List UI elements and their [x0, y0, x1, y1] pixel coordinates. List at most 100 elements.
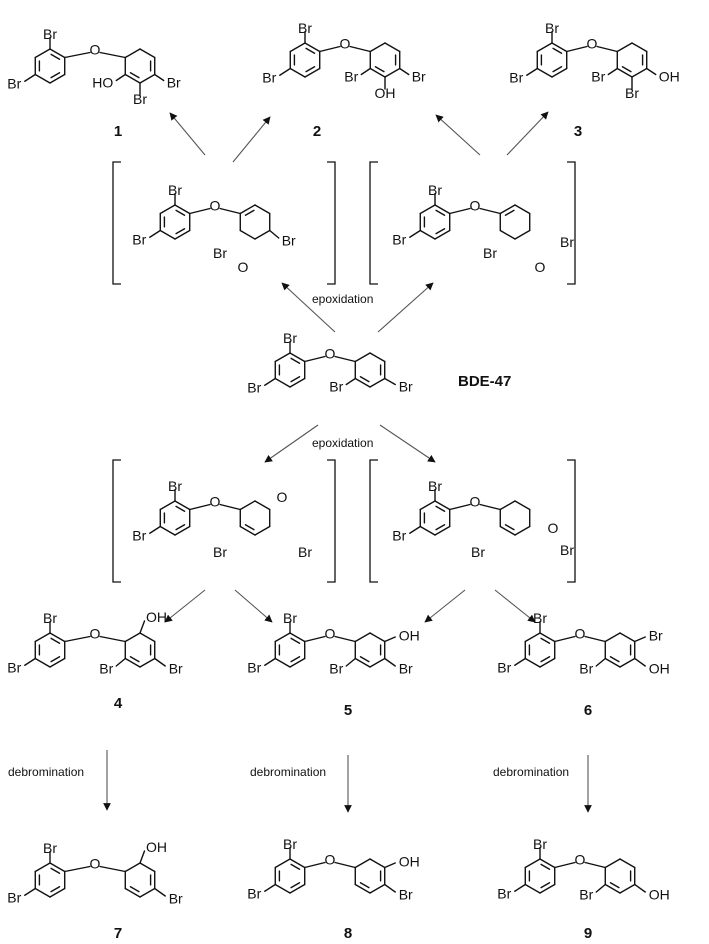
cpd9-right-ring-bond	[604, 858, 621, 869]
cpd1-left-ring-bond	[34, 48, 51, 59]
cpd6-left-ring-bond	[524, 657, 541, 668]
bde47-right-ring-bond	[354, 377, 371, 388]
cpd1-right-ring-bond	[139, 73, 156, 84]
compound-number-2: 2	[313, 123, 321, 140]
cpd4-right-ring-bond	[124, 632, 141, 643]
cpd5-br-2: Br	[283, 610, 297, 626]
epo4-br-4: Br	[392, 528, 406, 544]
cpd4-right-ring-double-bond	[129, 656, 140, 663]
compound-number-1: 1	[114, 123, 122, 140]
cpd4-left-ring-double-bond	[50, 656, 61, 663]
epo1-left-ring-bond	[159, 204, 176, 215]
cpd5-ether-bond	[304, 635, 326, 643]
epo3-left-ring-bond	[174, 525, 191, 536]
epo1-left-ring-double-bond	[175, 228, 186, 235]
cpd4-br-4: Br	[7, 660, 21, 676]
atom-labels: BrBrOBrHOBrBrBrOBrBrOHBrBrOOHBrBrBrBrOBr…	[7, 20, 679, 907]
cpd9-ether-bond	[584, 861, 606, 869]
arrow-epo3-to-5	[234, 589, 273, 623]
cpd1-br-2: Br	[43, 26, 57, 42]
cpd4-left-ring-bond	[34, 632, 51, 643]
cpd1-right-ring-bond	[139, 48, 156, 59]
cpd1-ether-bond	[99, 51, 126, 59]
cpd3-br-bond	[607, 67, 618, 76]
cpd8-right-ring-bond	[354, 858, 371, 869]
epo4-ring-bond	[514, 500, 531, 511]
epo1-br-2: Br	[168, 182, 182, 198]
cpd8-left-ring-bond	[274, 883, 291, 894]
bde47-br-2: Br	[329, 379, 343, 395]
cpd8-left-ring-bond	[289, 883, 306, 894]
epo2-br-ring: Br	[560, 234, 574, 250]
epoxide-bracket-2-right	[567, 161, 576, 285]
cpd4-br-4: Br	[169, 661, 183, 677]
cpd7-br-4: Br	[169, 891, 183, 907]
cpd1-ho: HO	[92, 75, 113, 91]
cpd6-right-ring-bond	[619, 657, 636, 668]
cpd8-ether-oxygen: O	[325, 852, 336, 868]
cpd4-right-ring-bond	[139, 657, 156, 668]
bde47-br-2: Br	[283, 330, 297, 346]
epo4-left-ring-double-bond	[435, 505, 446, 512]
epo1-ring-bond	[239, 229, 256, 240]
epo1-ring-bond	[239, 204, 256, 215]
structure-bonds	[24, 31, 657, 898]
cpd4-left-ring-double-bond	[50, 637, 61, 644]
epo4-ring-bond	[499, 525, 516, 536]
epo3-left-ring-bond	[159, 525, 176, 536]
intermediate-brackets	[112, 161, 576, 583]
cpd3-br-4: Br	[509, 70, 523, 86]
cpd2-br-2: Br	[344, 69, 358, 85]
cpd8-oh: OH	[399, 854, 420, 870]
epo4-epoxide-oxygen: O	[548, 520, 559, 536]
epo4-br-4-bond	[409, 525, 421, 534]
cpd1-ether-oxygen: O	[90, 42, 101, 58]
arrow-epo3-to-4	[164, 589, 206, 623]
bde47-right-ring-double-bond	[359, 376, 370, 383]
cpd9-br-2-bond	[595, 883, 606, 893]
cpd5-br-4-bond	[384, 657, 396, 667]
epoxide-bracket-1-right	[327, 161, 336, 285]
cpd7-br-2: Br	[43, 840, 57, 856]
cpd1-left-ring-double-bond	[50, 72, 61, 79]
cpd2-left-ring-bond	[304, 42, 321, 53]
reaction-arrows	[103, 111, 592, 813]
cpd9-left-ring-bond	[539, 883, 556, 894]
cpd7-br-4-bond	[154, 887, 166, 897]
epo3-ring-bond	[239, 500, 256, 511]
epo2-ring-bond	[514, 229, 531, 240]
cpd6-left-ring-bond	[539, 657, 556, 668]
bde47-ether-bond	[334, 355, 356, 363]
cpd8-left-ring-bond	[289, 858, 306, 869]
cpd3-left-ring-bond	[536, 67, 553, 78]
cpd7-left-ring-bond	[34, 862, 51, 873]
cpd2-right-ring-bond	[369, 67, 386, 78]
cpd8-left-ring-bond	[274, 858, 291, 869]
arrow-epo4-to-5	[424, 589, 466, 623]
cpd8-right-ring-bond	[369, 858, 386, 869]
cpd6-br-2-bond	[595, 657, 606, 667]
cpd3-right-ring-bond	[631, 42, 648, 53]
epo4-br-ring: Br	[560, 542, 574, 558]
cpd6-right-ring-bond	[604, 632, 621, 643]
cpd2-right-ring-bond	[384, 42, 401, 53]
bde47-br-4: Br	[399, 379, 413, 395]
cpd3-left-ring-bond	[551, 42, 568, 53]
arrow-epo1-to-2	[232, 116, 271, 163]
epo2-left-ring-bond	[434, 229, 451, 240]
compound-number-3: 3	[574, 123, 582, 140]
label-debromination-left: debromination	[8, 765, 84, 779]
epo2-left-ring-double-bond	[435, 228, 446, 235]
cpd3-left-ring-double-bond	[552, 66, 563, 73]
bde47-left-ring-bond	[274, 377, 291, 388]
epo1-left-ring-double-bond	[175, 209, 186, 216]
epo2-ring-double-bond	[504, 209, 515, 216]
arrow-bde47-to-epo1	[281, 282, 336, 333]
compound-number-4: 4	[114, 695, 123, 712]
cpd3-left-ring-bond	[551, 67, 568, 78]
cpd9-left-ring-double-bond	[540, 863, 551, 870]
cpd7-ether-bond	[99, 865, 126, 873]
epo2-ether-bond	[449, 207, 471, 215]
cpd5-ether-oxygen: O	[325, 626, 336, 642]
cpd8-ether-bond	[304, 861, 326, 869]
